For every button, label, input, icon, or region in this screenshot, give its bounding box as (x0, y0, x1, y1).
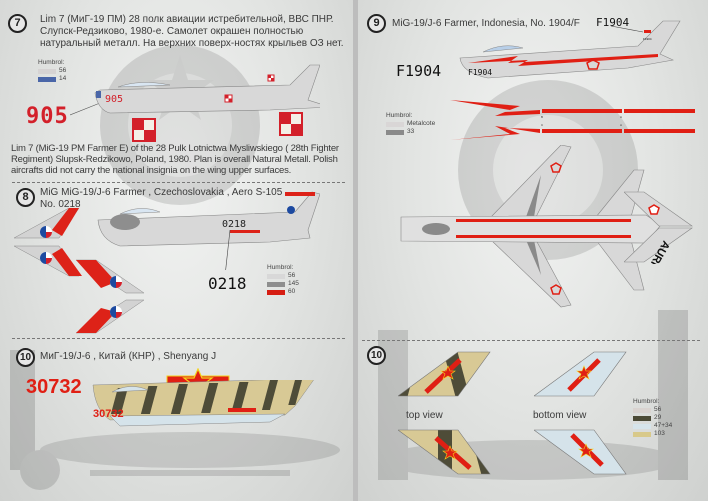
legend-code: 103 (654, 430, 665, 437)
divider (12, 182, 345, 183)
section-8-title: MiG MiG-19/J-6 Farmer , Czechoslovakia ,… (40, 187, 283, 198)
section-8-badge: 8 (16, 188, 35, 207)
swatch-56 (267, 273, 285, 279)
camo-fins-top (398, 351, 491, 475)
section-7-badge: 7 (8, 14, 27, 33)
swatch-145 (267, 281, 285, 287)
section-9-badge: 9 (367, 14, 386, 33)
section-7-legend: Humbrol: 56 14 (38, 59, 66, 83)
swatch-103 (633, 431, 651, 437)
polish-insignia-fin (267, 74, 275, 82)
aircraft-side-view-10-camo: 30732 (92, 380, 314, 427)
legend-code: 56 (288, 272, 296, 279)
section-9-title: MiG-19/J-6 Farmer, Indonesia, No. 1904/F (392, 18, 580, 29)
section-10-badge: 10 (16, 348, 35, 367)
legend-code: 145 (288, 280, 299, 287)
swatch-29 (633, 415, 651, 421)
fin-2 (14, 245, 82, 277)
fuselage-code: 30732 (93, 408, 124, 420)
swatch-47-34 (633, 423, 651, 429)
section-9-legend: Humbrol: Metalcote 33 (386, 112, 435, 136)
aircraft-side-view-7: 905 (70, 64, 320, 116)
tail-code: F1904 (643, 37, 652, 41)
swatch-metalcote (386, 121, 404, 127)
section-8-subtitle: No. 0218 (40, 199, 81, 210)
swatch-60 (267, 289, 285, 295)
aircraft-side-view-9: F1904 F1904 (459, 20, 681, 79)
polish-insignia-fuselage (224, 94, 233, 103)
section-7-english-text: Lim 7 (MiG-19 PM Farmer E) of the 28 Pul… (11, 143, 339, 176)
stripe-mark: A (620, 123, 622, 127)
top-view-label: top view (406, 410, 443, 421)
divider (12, 338, 345, 339)
side-callout-f1904: F1904 (396, 62, 442, 80)
legend-title: Humbrol: (38, 59, 65, 66)
swatch-33 (386, 129, 404, 135)
swatch-56 (633, 407, 651, 413)
legend-code: 29 (654, 414, 662, 421)
legend-code: 56 (654, 406, 662, 413)
legend-title: Humbrol: (633, 398, 660, 405)
legend-title: Humbrol: (267, 264, 294, 271)
red-lightning-stripes: B A C A (450, 100, 695, 140)
fuselage-code: 905 (105, 94, 123, 105)
tail-callout-f1904: F1904 (596, 16, 630, 29)
right-page: 9 MiG-19/J-6 Farmer, Indonesia, No. 1904… (358, 0, 708, 501)
callout-0218: 0218 (208, 274, 247, 293)
legend-code: Metalcote (407, 120, 436, 127)
stripe-mark: B (541, 115, 543, 119)
fin-4 (75, 299, 144, 334)
stripe-mark: A (620, 115, 622, 119)
aircraft-top-view-9 (400, 145, 662, 308)
polish-checker-large-1 (132, 118, 156, 142)
section-10-badge: 10 (367, 346, 386, 365)
background-photo (10, 350, 340, 490)
czech-tail-fins (14, 208, 144, 334)
section-10-title: МиГ-19/J-6 , Китай (КНР) , Shenyang J (40, 351, 217, 362)
section-10-legend: Humbrol: 56 29 47+34 103 (633, 398, 672, 438)
legend-code: 56 (59, 67, 67, 74)
polish-checker-large-2 (279, 112, 303, 136)
legend-title: Humbrol: (386, 112, 413, 119)
tail-top-view-auri: AURI (624, 191, 693, 264)
stripe-mark: C (541, 123, 544, 127)
aircraft-side-view-8: 0218 (97, 191, 320, 270)
swatch-56 (38, 68, 56, 74)
callout-905: 905 (26, 104, 69, 129)
section-7-russian-text: Lim 7 (МиГ-19 ПМ) 28 полк авиации истреб… (40, 14, 344, 49)
bottom-view-label: bottom view (533, 410, 587, 421)
left-page: 7 Lim 7 (МиГ-19 ПМ) 28 полк авиации истр… (0, 0, 353, 501)
fuselage-code: 0218 (222, 219, 246, 230)
light-blue-fins-bottom (534, 351, 627, 475)
section-8-legend: Humbrol: 56 145 60 (267, 264, 299, 296)
divider (362, 340, 700, 341)
legend-code: 14 (59, 75, 67, 82)
legend-code: 47+34 (654, 422, 673, 429)
legend-code: 60 (288, 288, 296, 295)
fin-1 (14, 208, 80, 239)
callout-30732: 30732 (26, 376, 82, 398)
swatch-14 (38, 76, 56, 82)
fuselage-code: F1904 (468, 68, 492, 77)
fin-3 (75, 259, 144, 294)
legend-code: 33 (407, 128, 415, 135)
